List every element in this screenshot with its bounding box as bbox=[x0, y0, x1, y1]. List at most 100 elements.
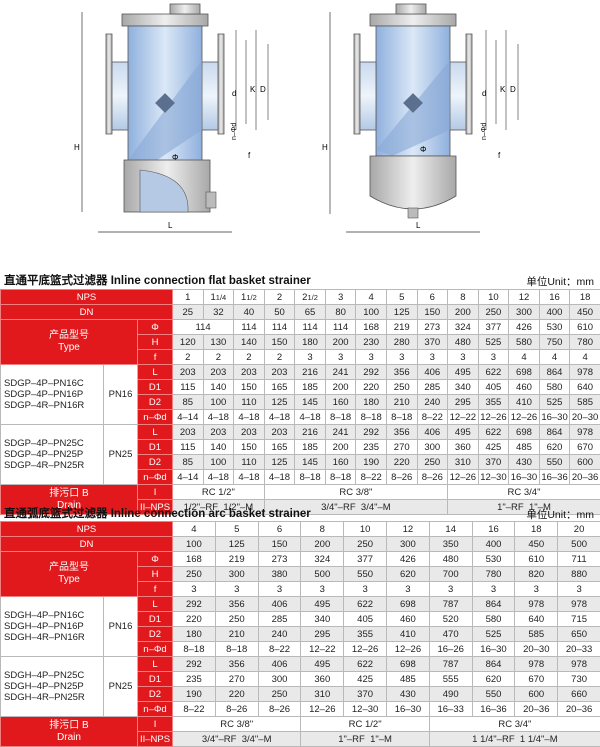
table-cell: 292 bbox=[356, 425, 387, 440]
table-cell: 670 bbox=[570, 440, 600, 455]
table-cell: 3 bbox=[386, 350, 417, 365]
table-cell: 270 bbox=[215, 672, 258, 687]
table-cell: 200 bbox=[301, 537, 344, 552]
table-cell: 485 bbox=[387, 672, 430, 687]
table-cell: 160 bbox=[325, 455, 356, 470]
table-cell: 864 bbox=[539, 365, 570, 380]
nd-header: n–Φd bbox=[138, 702, 173, 717]
table-cell: 500 bbox=[558, 537, 600, 552]
d2-header: D2 bbox=[138, 687, 173, 702]
table-cell: 300 bbox=[509, 305, 540, 320]
table-cell: 285 bbox=[417, 380, 448, 395]
table-cell: 787 bbox=[429, 597, 472, 612]
drain-ii-value: 1"–RF 1"–M bbox=[301, 732, 429, 747]
table-cell: 295 bbox=[301, 627, 344, 642]
phi-header: Φ bbox=[138, 320, 173, 335]
table-cell: 4 bbox=[509, 350, 540, 365]
nd-header: n–Φd bbox=[138, 410, 173, 425]
dim-label-h-left: H bbox=[74, 143, 80, 152]
table-cell: 978 bbox=[570, 425, 600, 440]
table-cell: 4 bbox=[356, 290, 387, 305]
table-cell: 16–30 bbox=[509, 470, 540, 485]
table-cell: 470 bbox=[429, 627, 472, 642]
table-cell: 4–18 bbox=[295, 410, 326, 425]
table-cell: 580 bbox=[472, 612, 515, 627]
table-cell: 32 bbox=[203, 305, 234, 320]
table-cell: 110 bbox=[234, 395, 265, 410]
drain-i-value: RC 3/8" bbox=[264, 485, 447, 500]
table-cell: 978 bbox=[558, 597, 600, 612]
pn25-label: PN25 bbox=[104, 425, 138, 485]
table-cell: 4 bbox=[173, 522, 216, 537]
table-cell: 150 bbox=[234, 380, 265, 395]
table-cell: 750 bbox=[539, 335, 570, 350]
table-cell: 203 bbox=[173, 425, 204, 440]
table-cell: 100 bbox=[173, 537, 216, 552]
table-cell: 8–26 bbox=[386, 470, 417, 485]
model-header-en: Type bbox=[58, 342, 80, 353]
table-cell: 356 bbox=[386, 425, 417, 440]
table-cell: 360 bbox=[448, 440, 479, 455]
table-cell: 280 bbox=[386, 335, 417, 350]
nd-header: n–Φd bbox=[138, 470, 173, 485]
table-cell: 150 bbox=[234, 440, 265, 455]
table-cell: 110 bbox=[234, 455, 265, 470]
table-cell: 20–36 bbox=[570, 470, 600, 485]
table-cell: 978 bbox=[570, 365, 600, 380]
table-cell: 250 bbox=[344, 537, 387, 552]
table-cell: 978 bbox=[515, 657, 558, 672]
table-cell: 203 bbox=[203, 365, 234, 380]
table-cell: 21/2 bbox=[295, 290, 326, 305]
table-cell: 250 bbox=[215, 612, 258, 627]
table-cell: 356 bbox=[215, 657, 258, 672]
table-cell: 585 bbox=[515, 627, 558, 642]
table-cell: 145 bbox=[295, 395, 326, 410]
table-cell: 698 bbox=[387, 657, 430, 672]
table-cell: 6 bbox=[258, 522, 301, 537]
dn-header: DN bbox=[1, 305, 173, 320]
table-cell: 40 bbox=[234, 305, 265, 320]
dim-label-d-right: d bbox=[482, 89, 486, 98]
table-cell: 12–26 bbox=[387, 642, 430, 657]
table-cell: 8 bbox=[301, 522, 344, 537]
table-cell: 525 bbox=[478, 335, 509, 350]
table-cell: 622 bbox=[478, 365, 509, 380]
table-cell: 430 bbox=[509, 455, 540, 470]
nps-header: NPS bbox=[1, 290, 173, 305]
table-cell: 12–26 bbox=[301, 702, 344, 717]
l-header: L bbox=[138, 425, 173, 440]
dim-label-phi-left: Φ bbox=[172, 153, 178, 162]
table-cell: 324 bbox=[448, 320, 479, 335]
drain-i-value: RC 3/8" bbox=[173, 717, 301, 732]
table-cell: 978 bbox=[558, 657, 600, 672]
table-cell: 250 bbox=[258, 687, 301, 702]
table-cell: 114 bbox=[295, 320, 326, 335]
drain-i-header: I bbox=[138, 485, 173, 500]
table-cell: 530 bbox=[472, 552, 515, 567]
drain-i-value: RC 1/2" bbox=[301, 717, 429, 732]
phi-header: Φ bbox=[138, 552, 173, 567]
table-cell: 670 bbox=[515, 672, 558, 687]
table-cell: 16–26 bbox=[429, 642, 472, 657]
drain-ii-value: 3/4"–RF 3/4"–M bbox=[173, 732, 301, 747]
table-cell: 20–30 bbox=[570, 410, 600, 425]
table-cell: 405 bbox=[478, 380, 509, 395]
table-cell: 235 bbox=[356, 440, 387, 455]
table-cell: 4–18 bbox=[203, 470, 234, 485]
table-cell: 203 bbox=[234, 425, 265, 440]
table-cell: 14 bbox=[429, 522, 472, 537]
table-cell: 8–18 bbox=[215, 642, 258, 657]
table-cell: 400 bbox=[539, 305, 570, 320]
nps-header: NPS bbox=[1, 522, 173, 537]
table-cell: 168 bbox=[173, 552, 216, 567]
table-cell: 300 bbox=[417, 440, 448, 455]
table-cell: 190 bbox=[356, 455, 387, 470]
table-cell: 219 bbox=[386, 320, 417, 335]
table-cell: 16–33 bbox=[429, 702, 472, 717]
table-cell: 3 bbox=[295, 350, 326, 365]
